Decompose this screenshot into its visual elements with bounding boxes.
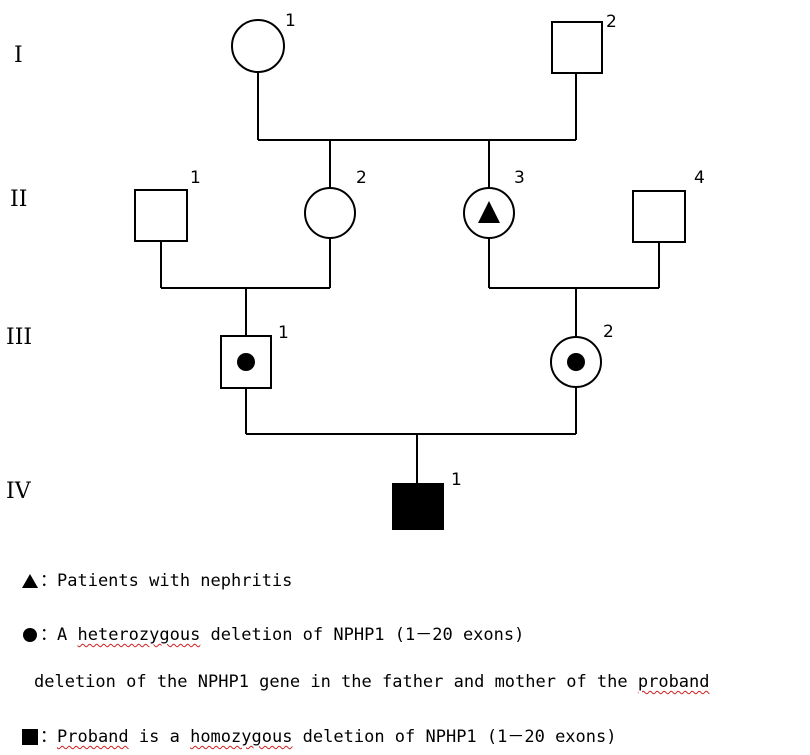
triangle-icon	[478, 201, 500, 223]
individual-number: 1	[451, 470, 462, 490]
individual-III-1-male-carrier	[220, 335, 272, 389]
individual-number: 1	[285, 11, 296, 31]
individual-I-2-male	[551, 21, 603, 74]
legend-nephritis-text: Patients with nephritis	[57, 571, 293, 591]
legend-het-suffix: deletion of NPHP1 (1－20 exons)	[200, 625, 525, 645]
legend-proband-word: Proband	[57, 727, 129, 747]
legend-proband-suffix: deletion of NPHP1 (1－20 exons)	[292, 727, 617, 747]
legend-separator: ：	[40, 625, 57, 645]
pedigree-chart: I II III IV 1 2 1 2 3 4 1 2	[6, 11, 705, 530]
dot-icon	[23, 628, 37, 642]
legend-homozygous-word: homozygous	[190, 727, 293, 747]
legend-het-word: heterozygous	[77, 625, 201, 645]
generation-label-3: III	[6, 325, 32, 350]
generation-label-1: I	[14, 43, 23, 68]
legend-heterozygous: ：A heterozygous deletion of NPHP1 (1－20 …	[22, 620, 524, 645]
legend-note: deletion of the NPHP1 gene in the father…	[34, 672, 710, 692]
individual-number: 2	[356, 168, 367, 188]
individual-I-1-female	[231, 19, 285, 73]
pedigree-lines	[160, 72, 660, 483]
legend-separator: ：	[40, 727, 57, 747]
individual-number: 3	[514, 168, 525, 188]
legend-het-prefix: A	[57, 625, 78, 645]
individual-II-2-female	[304, 187, 356, 239]
individual-IV-1-proband	[392, 483, 444, 530]
individual-number: 4	[694, 168, 705, 188]
legend-proband: ：Proband is a homozygous deletion of NPH…	[22, 722, 616, 747]
generation-label-4: IV	[6, 479, 32, 504]
legend-separator: ：	[40, 571, 57, 591]
generation-label-2: II	[10, 187, 27, 212]
individual-number: 1	[278, 323, 289, 343]
dot-icon	[237, 353, 255, 371]
legend-proband-mid: is a	[128, 727, 191, 747]
individual-number: 2	[603, 322, 614, 342]
individual-number: 2	[606, 12, 617, 32]
dot-icon	[567, 353, 585, 371]
legend-note-prefix: deletion of the NPHP1 gene in the father…	[34, 672, 638, 692]
filled-square-icon	[22, 729, 38, 745]
individual-number: 1	[190, 168, 201, 188]
legend-nephritis: ：Patients with nephritis	[22, 566, 292, 591]
individual-II-1-male	[134, 189, 188, 242]
individual-II-4-male	[632, 190, 686, 243]
triangle-icon	[22, 574, 38, 588]
legend-note-word: proband	[637, 672, 710, 692]
